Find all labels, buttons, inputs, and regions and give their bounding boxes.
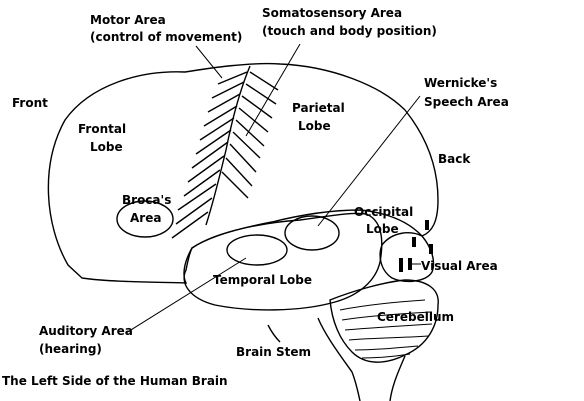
cerebellum-fold — [361, 353, 411, 359]
somatosensory-sublabel: (touch and body position) — [262, 24, 437, 38]
wernickes-sublabel: Speech Area — [424, 95, 509, 109]
auditory-area-outline — [226, 234, 288, 266]
parietal-lobe-label: Parietal — [292, 101, 345, 115]
brain-stem-edge — [389, 355, 406, 401]
motor-area-sublabel: (control of movement) — [90, 30, 242, 44]
central-sulcus — [205, 65, 251, 226]
frontal-lobe-sublabel: Lobe — [90, 140, 123, 154]
wernickes-area-outline — [284, 215, 340, 251]
motor-area-label: Motor Area — [90, 13, 166, 27]
back-label: Back — [438, 152, 471, 166]
visual-area-label: Visual Area — [421, 259, 498, 273]
motor-strip-hatching — [171, 71, 248, 239]
somatosensory-leader — [245, 43, 301, 137]
diagram-caption: The Left Side of the Human Brain — [2, 374, 228, 388]
somatosensory-label: Somatosensory Area — [262, 6, 402, 20]
occipital-lobe-label: Occipital — [354, 205, 413, 219]
cerebellum-outline — [329, 279, 439, 363]
auditory-leader — [125, 257, 247, 334]
brain-stem-outline — [317, 317, 361, 401]
auditory-area-sublabel: (hearing) — [39, 342, 102, 356]
brocas-area-label: Broca's — [122, 193, 171, 207]
brain-stem-edge — [267, 324, 281, 343]
brocas-area-outline — [116, 200, 174, 238]
frontal-lobe-label: Frontal — [78, 122, 126, 136]
temporal-lobe-outline — [183, 212, 383, 311]
occipital-lobe-sublabel: Lobe — [366, 222, 399, 236]
brocas-area-sublabel: Area — [130, 211, 161, 225]
front-label: Front — [12, 96, 48, 110]
somatosensory-strip-hatching — [221, 71, 279, 199]
cerebellum-fold — [339, 299, 426, 311]
cerebellum-fold — [348, 335, 429, 341]
cerebellum-fold — [341, 311, 431, 321]
occipital-lower-outline — [379, 232, 435, 283]
wernickes-leader — [317, 95, 421, 227]
cerebellum-fold — [354, 345, 419, 351]
motor-area-leader — [195, 45, 223, 79]
auditory-area-label: Auditory Area — [39, 324, 133, 338]
wernickes-label: Wernicke's — [424, 76, 497, 90]
parietal-lobe-sublabel: Lobe — [298, 119, 331, 133]
brain-stem-label: Brain Stem — [236, 345, 311, 359]
cerebellum-label: Cerebellum — [377, 310, 454, 324]
cerebellum-fold — [344, 323, 433, 331]
temporal-lobe-label: Temporal Lobe — [213, 273, 312, 287]
